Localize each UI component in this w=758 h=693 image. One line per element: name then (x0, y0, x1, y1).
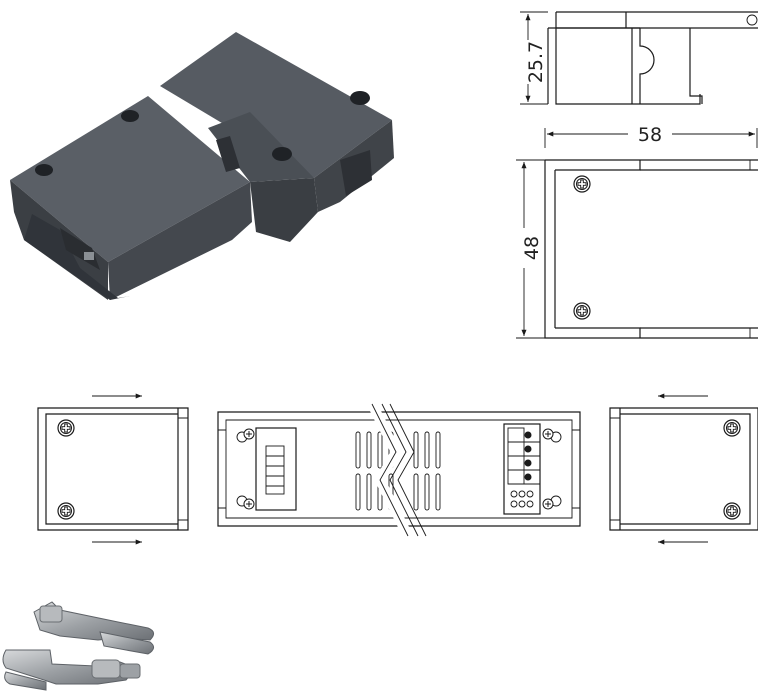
screw-icon (723, 502, 741, 520)
fork-terminals-photo (2, 601, 154, 691)
assembly-drawing (37, 393, 758, 545)
screw-icon (57, 419, 75, 437)
screw-icon (542, 498, 554, 510)
screw-icon (243, 428, 255, 440)
right-cap-drawing (609, 393, 758, 545)
width-dimension: 58 (638, 124, 662, 146)
fork-terminal-lower (2, 649, 141, 691)
height-dimension: 25.7 (525, 41, 547, 83)
break-line-icon (367, 401, 427, 539)
screw-icon (57, 502, 75, 520)
output-terminal-block (503, 423, 554, 515)
screw-icon (573, 175, 591, 193)
top-view-drawing: 58 48 (516, 124, 758, 339)
right-end-cap-photo (160, 32, 394, 242)
depth-dimension: 48 (521, 236, 543, 260)
screw-icon (573, 302, 591, 320)
left-cap-drawing (37, 393, 189, 545)
screw-icon (243, 498, 255, 510)
input-terminal-block (243, 427, 297, 511)
screw-icon (542, 428, 554, 440)
fork-terminal-upper (33, 601, 154, 655)
side-view-drawing: 25.7 (520, 11, 758, 105)
left-end-cap-photo (10, 96, 252, 300)
driver-body-drawing (217, 401, 581, 539)
ventilation-slots (355, 431, 441, 511)
screw-icon (723, 419, 741, 437)
product-photo (10, 32, 394, 300)
